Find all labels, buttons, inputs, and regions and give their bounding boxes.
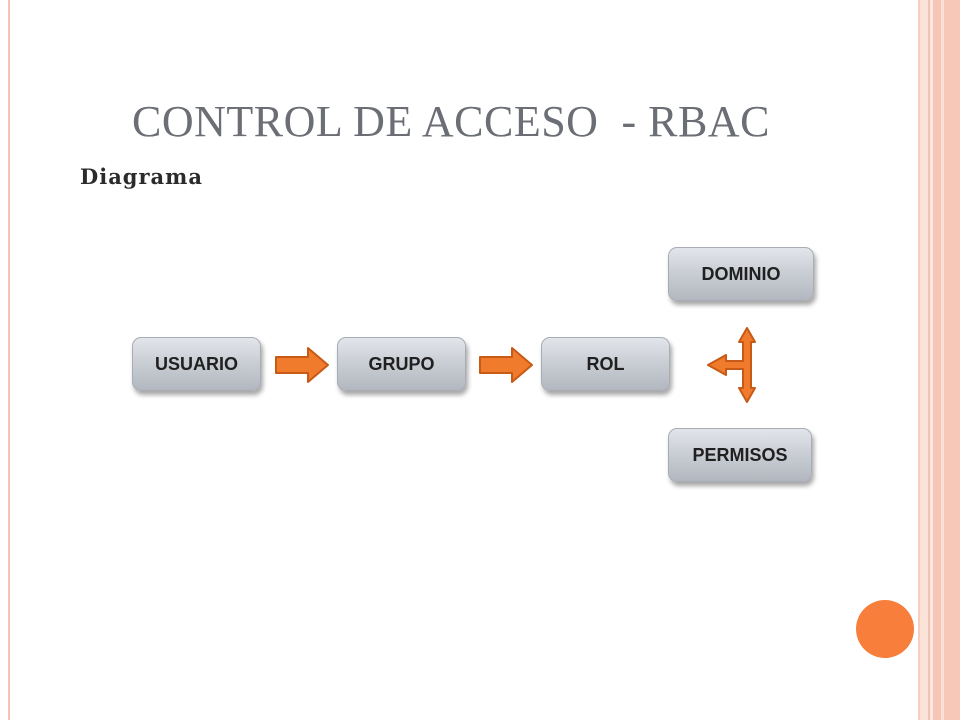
node-grupo: GRUPO <box>337 337 466 391</box>
arrow-dominio-rol-permisos <box>707 327 756 403</box>
right-border-stripe <box>944 0 960 720</box>
node-dominio: DOMINIO <box>668 247 814 301</box>
right-border-stripe <box>933 0 941 720</box>
decorative-orange-circle <box>856 600 914 658</box>
right-border-stripe <box>930 0 933 720</box>
right-border-stripe <box>918 0 920 720</box>
right-border-stripe <box>941 0 944 720</box>
left-border-line <box>8 0 10 720</box>
slide-title: CONTROL DE ACCESO - RBAC <box>132 97 770 146</box>
node-rol: ROL <box>541 337 670 391</box>
right-border-stripe <box>928 0 930 720</box>
right-border-stripe <box>920 0 928 720</box>
node-permisos: PERMISOS <box>668 428 812 482</box>
slide-subtitle: Diagrama <box>80 164 203 189</box>
node-usuario: USUARIO <box>132 337 261 391</box>
arrow-grupo-to-rol <box>479 347 533 383</box>
arrow-usuario-to-grupo <box>275 347 329 383</box>
